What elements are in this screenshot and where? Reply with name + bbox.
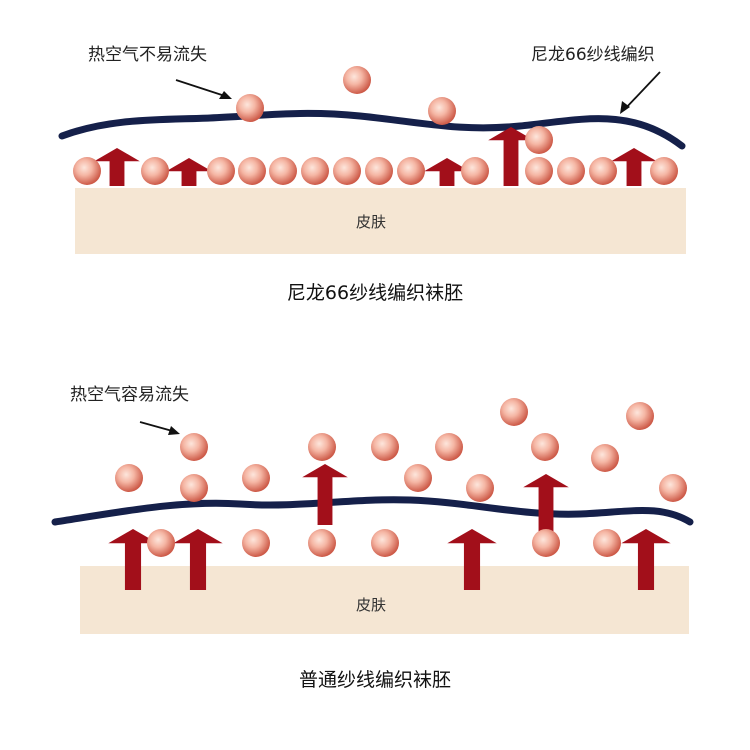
pointer-arrowhead-left-1 (219, 91, 232, 99)
air-particle (591, 444, 619, 472)
air-particle (207, 157, 235, 185)
air-particle (365, 157, 393, 185)
heat-arrow (611, 148, 657, 186)
air-particle (650, 157, 678, 185)
pointer-arrowhead-right-1 (620, 101, 630, 114)
air-particle (557, 157, 585, 185)
air-particle (180, 474, 208, 502)
air-particle (371, 529, 399, 557)
pointer-arrow-left-1 (175, 79, 229, 98)
air-particle (308, 529, 336, 557)
heat-arrow (447, 529, 497, 590)
caption-nylon-sock: 尼龙66纱线编织袜胚 (286, 282, 464, 304)
heat-arrow (173, 529, 223, 590)
air-particles-top (73, 66, 678, 185)
air-particle (115, 464, 143, 492)
air-particle (371, 433, 399, 461)
pointer-arrow-right-1 (623, 71, 661, 111)
pointer-arrowhead-left-2 (168, 426, 180, 435)
air-particle (269, 157, 297, 185)
skin-layer-bottom (80, 566, 689, 634)
air-particle (236, 94, 264, 122)
air-particle (333, 157, 361, 185)
heat-arrow (302, 464, 348, 525)
heat-arrow (621, 529, 671, 590)
air-particle (343, 66, 371, 94)
air-particle (397, 157, 425, 185)
air-particle (238, 157, 266, 185)
air-particle (435, 433, 463, 461)
heat-arrow (166, 158, 212, 186)
heat-arrow (523, 474, 569, 532)
air-particle (308, 433, 336, 461)
skin-layer-top (75, 188, 686, 254)
heat-arrow (424, 158, 470, 186)
air-particle (301, 157, 329, 185)
air-particle (626, 402, 654, 430)
heat-arrow (108, 529, 158, 590)
annotation-nylon-yarn: 尼龙66纱线编织 (531, 45, 655, 65)
air-particle (525, 126, 553, 154)
air-particle (242, 464, 270, 492)
air-particle (532, 529, 560, 557)
heat-arrows-top (94, 127, 657, 186)
air-particle (242, 529, 270, 557)
air-particle (73, 157, 101, 185)
skin-label-bottom: 皮肤 (355, 596, 386, 614)
heat-arrow (94, 148, 140, 186)
air-particle (147, 529, 175, 557)
air-particle (659, 474, 687, 502)
air-particle (525, 157, 553, 185)
caption-regular-sock: 普通纱线编织袜胚 (298, 669, 451, 691)
air-particle (593, 529, 621, 557)
air-particle (428, 97, 456, 125)
annotation-heat-lost: 热空气容易流失 (70, 385, 189, 405)
heat-arrows-bottom (108, 464, 671, 590)
air-particle (404, 464, 432, 492)
annotation-heat-retained: 热空气不易流失 (88, 45, 207, 65)
air-particle (180, 433, 208, 461)
air-particle (589, 157, 617, 185)
air-particle (141, 157, 169, 185)
regular-fiber-line (51, 496, 694, 526)
air-particle (466, 474, 494, 502)
nylon-fiber-line (58, 109, 686, 150)
skin-label-top: 皮肤 (355, 213, 386, 231)
air-particles-bottom (115, 398, 687, 557)
air-particle (500, 398, 528, 426)
air-particle (531, 433, 559, 461)
heat-arrow (488, 127, 534, 186)
air-particle (461, 157, 489, 185)
